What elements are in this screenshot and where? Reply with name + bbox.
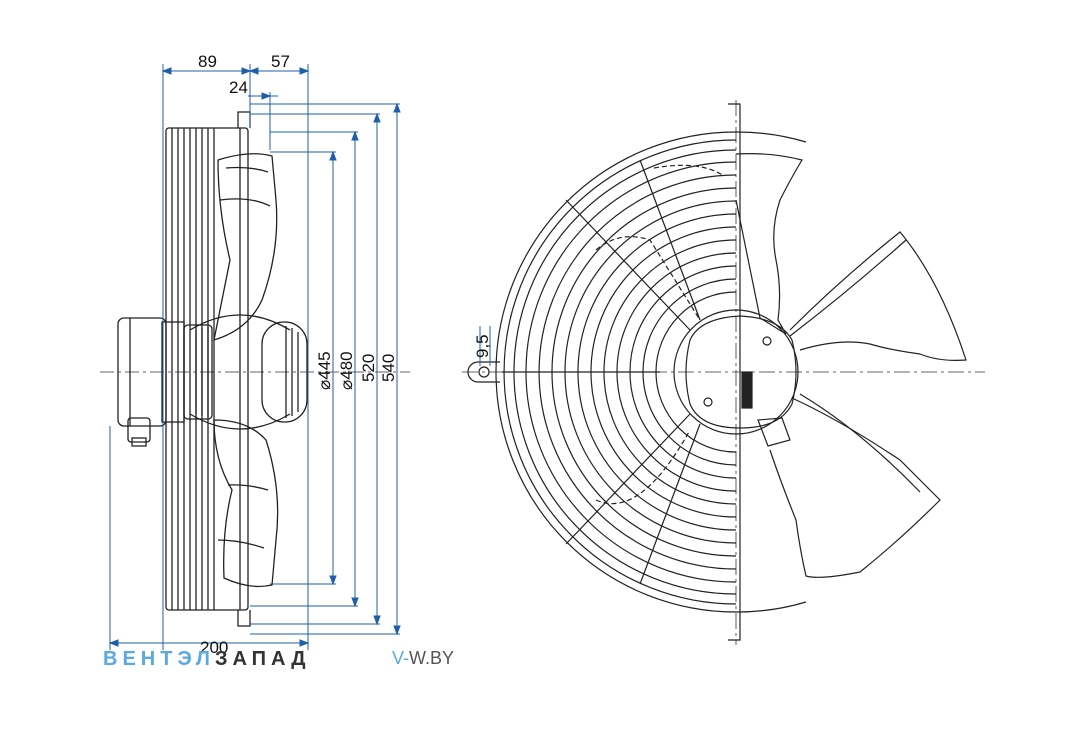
watermark-site-rest: W.BY (409, 648, 455, 668)
mounting-lug (467, 361, 500, 383)
watermark-site: V-W.BY (392, 648, 454, 669)
dim-57: 57 (271, 52, 290, 71)
blade-side-upper (213, 153, 278, 341)
watermark-part2: ЗАПАД (214, 648, 311, 670)
motor-housing (117, 317, 167, 427)
watermark-brand: ВЕНТЭЛЗАПАД (103, 648, 310, 671)
cable-gland (127, 417, 151, 443)
dim-24: 24 (229, 78, 248, 97)
blade-front-bottom (769, 397, 941, 578)
dim-445: ⌀445 (315, 351, 334, 390)
dim-540: 540 (379, 354, 398, 382)
dim-9-5: 9,5 (473, 334, 492, 358)
blade-front-top (735, 153, 803, 335)
front-view (462, 100, 985, 645)
watermark-site-prefix: V- (392, 648, 410, 668)
dim-520: 520 (359, 354, 378, 382)
blade-side-lower (213, 419, 279, 588)
dim-89: 89 (198, 52, 217, 71)
lug-dimension (479, 326, 491, 366)
dim-480: ⌀480 (337, 351, 356, 390)
watermark-part1: ВЕНТЭЛ (103, 648, 215, 670)
brand-label (741, 371, 753, 409)
dimension-lines (108, 64, 401, 650)
front-hub (673, 309, 799, 435)
dim-200: 200 (200, 638, 228, 657)
side-view (100, 111, 410, 627)
blade-front-right (789, 231, 967, 361)
